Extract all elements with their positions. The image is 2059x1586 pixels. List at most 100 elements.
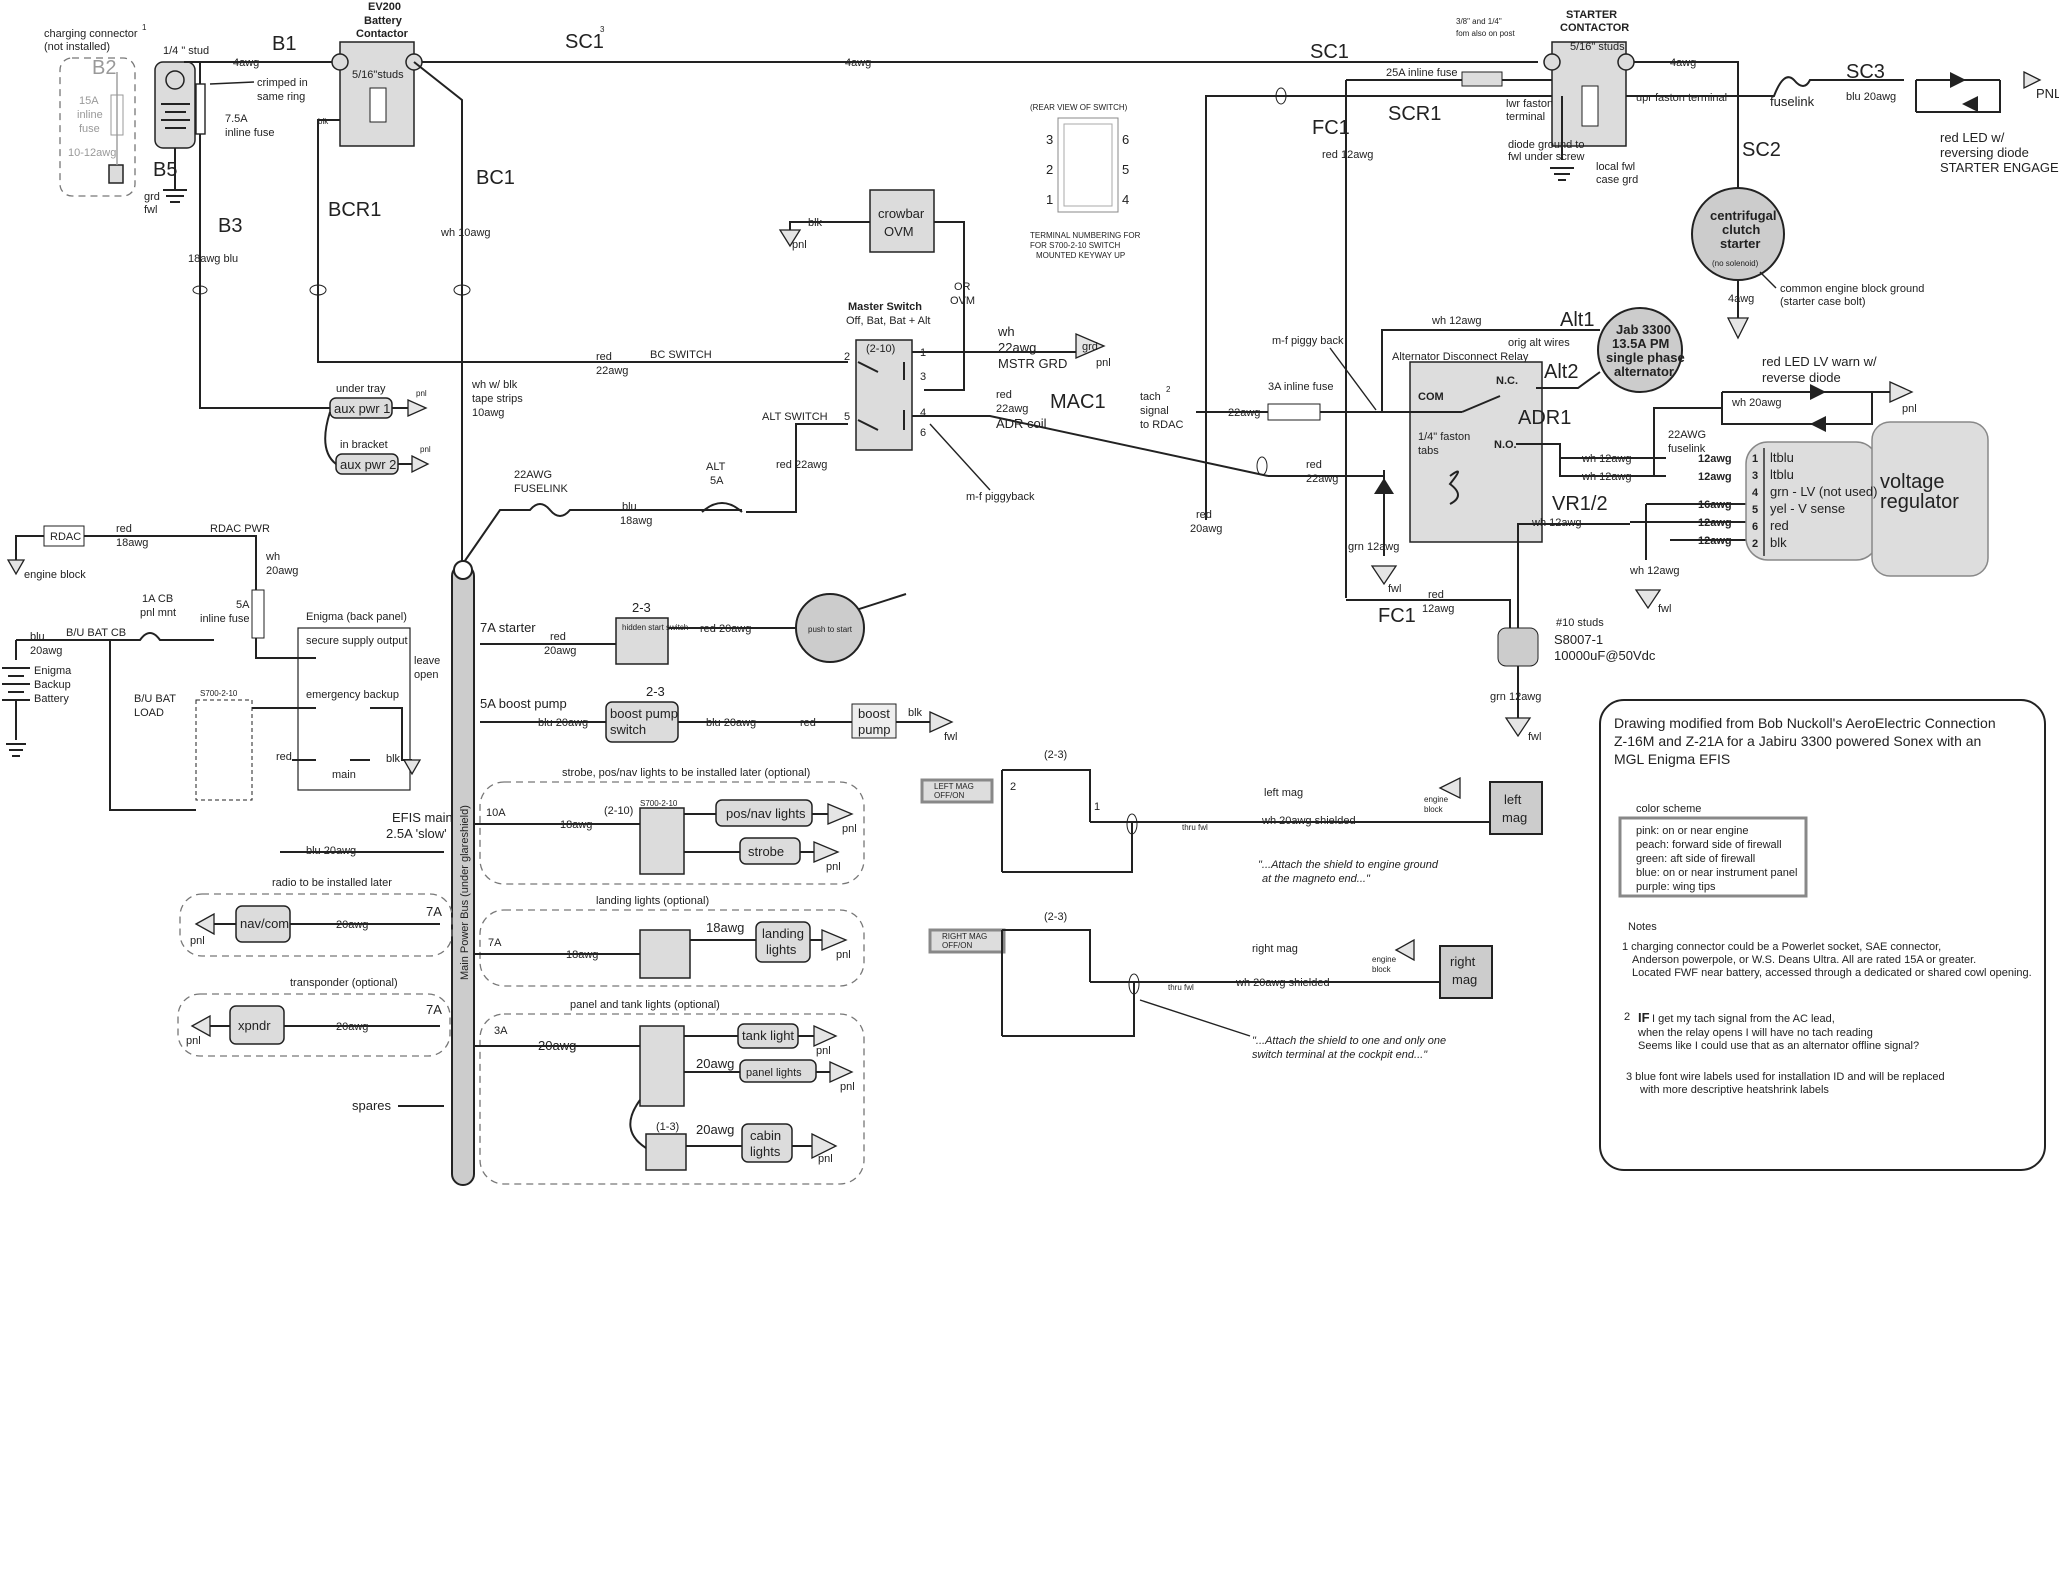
- piggy-label: m-f piggy back: [1272, 335, 1344, 347]
- jab-4: alternator: [1614, 364, 1674, 379]
- fc1-wire-label: red 12awg: [1322, 149, 1373, 161]
- upr-faston-label: upr faston terminal: [1636, 92, 1727, 104]
- landing-label-1: landing: [762, 926, 804, 941]
- boost-cb-label: 5A boost pump: [480, 696, 567, 711]
- aux2-pnl-label: pnl: [420, 445, 431, 454]
- common-ground-1: common engine block ground: [1780, 283, 1924, 295]
- starter-coil-icon: [1581, 85, 1599, 127]
- push-to-start-label: push to start: [808, 625, 853, 634]
- contactor-studs-label: 5/16"studs: [352, 69, 404, 81]
- fc1-red-2: 12awg: [1422, 603, 1454, 615]
- mstr-grd-label: MSTR GRD: [998, 356, 1067, 371]
- efis-pnl-icon: [402, 759, 422, 776]
- crowbar-pnl-label: pnl: [792, 239, 807, 251]
- notes-title-1: Drawing modified from Bob Nuckoll's Aero…: [1614, 715, 1996, 731]
- cap-label-1: S8007-1: [1554, 632, 1603, 647]
- sc3-fuselink-label: fuselink: [1770, 94, 1815, 109]
- xpndr-label: xpndr: [238, 1018, 271, 1033]
- note2-line1: I get my tach signal from the AC lead,: [1652, 1013, 1835, 1025]
- navcom-pnl: pnl: [190, 935, 205, 947]
- landing-cb: 7A: [488, 937, 502, 949]
- left-thru-fwl: thru fwl: [1182, 823, 1208, 832]
- notes-title: Notes: [1628, 921, 1657, 933]
- secure-output-label: secure supply output: [306, 635, 408, 647]
- bu-blu-awg-label: 20awg: [30, 645, 62, 657]
- grd-label: grd: [144, 191, 160, 203]
- jab-1: Jab 3300: [1616, 322, 1671, 337]
- cabin-awg: 20awg: [696, 1122, 734, 1137]
- tank-light-label: tank light: [742, 1028, 794, 1043]
- panel-lights-awg: 20awg: [696, 1056, 734, 1071]
- starter-label-2: clutch: [1722, 222, 1760, 237]
- starter-pnl-label: PNL: [2036, 86, 2059, 101]
- bc-awg-label: 22awg: [596, 365, 628, 377]
- lv-fuselink-2: fuselink: [1668, 443, 1706, 455]
- right-mag-shield: [1128, 973, 1140, 995]
- starter-cb-label: 7A starter: [480, 620, 536, 635]
- right-mag-engine-gnd: [1394, 938, 1415, 962]
- right-mag-sw-type: (2-3): [1044, 911, 1067, 923]
- panel-awg: 20awg: [538, 1038, 576, 1053]
- strobe-pnl: pnl: [826, 861, 841, 873]
- ms-pin-5: 5: [844, 411, 850, 423]
- starter-contactor-title-2: CONTACTOR: [1560, 22, 1629, 34]
- color-scheme-item: peach: forward side of firewall: [1636, 839, 1782, 851]
- rm-eng-1: engine: [1372, 955, 1397, 964]
- cap-grn-label: grn 12awg: [1490, 691, 1541, 703]
- vr-wh12-label: wh 12awg: [1531, 517, 1582, 529]
- panel-note: panel and tank lights (optional): [570, 999, 720, 1011]
- cabin-sw-type: (1-3): [656, 1121, 679, 1133]
- starter-terminal-right: [1617, 53, 1635, 71]
- firewall-pass-bc1: [453, 284, 471, 296]
- mstr-wh-label: wh: [997, 324, 1015, 339]
- aux-power: under tray aux pwr 1 pnl in bracket aux …: [324, 379, 523, 475]
- boost-pump-label-2: pump: [858, 722, 891, 737]
- tach-label-3: to RDAC: [1140, 419, 1183, 431]
- rdac-red-label: red: [116, 523, 132, 535]
- rdac-label: RDAC: [50, 531, 81, 543]
- fuse75-label-2: inline fuse: [225, 127, 275, 139]
- rdac-gnd-icon: [6, 559, 26, 576]
- right-mag-switch-2: OFF/ON: [942, 941, 972, 950]
- battery-stud-icon: [165, 70, 185, 90]
- tank-pnl: pnl: [816, 1045, 831, 1057]
- bu-load-2: LOAD: [134, 707, 164, 719]
- vr12-label: VR1/2: [1552, 493, 1608, 515]
- fuse25-icon: [1461, 71, 1503, 87]
- boost-blk-label: blk: [908, 707, 923, 719]
- note2-line2: when the relay opens I will have no tach…: [1637, 1027, 1873, 1039]
- note3-line2: with more descriptive heatshrink labels: [1639, 1084, 1829, 1096]
- left-note-1: "...Attach the shield to engine ground: [1258, 859, 1439, 871]
- starter-contactor-title-1: STARTER: [1566, 9, 1617, 21]
- vr-pin-label: ltblu: [1770, 467, 1794, 482]
- stud-label: 1/4 " stud: [163, 45, 209, 57]
- note3-line1: 3 blue font wire labels used for install…: [1626, 1071, 1945, 1083]
- starter-led-diode-icon: [1950, 72, 1966, 88]
- crimped-label: crimped in: [257, 77, 308, 89]
- panel-switch: [639, 1025, 685, 1107]
- note2-if: IF: [1638, 1010, 1650, 1025]
- jab-3: single phase: [1606, 350, 1685, 365]
- left-mag-box: [1489, 781, 1543, 835]
- mac-red-1: red: [1306, 459, 1322, 471]
- charging-connector-icon: [108, 164, 124, 184]
- note2-ref: 2: [1166, 385, 1171, 394]
- left-mag-wire-label: wh 20awg shielded: [1261, 815, 1356, 827]
- boost-sw-label-1: boost pump: [610, 706, 678, 721]
- left-mag-label: left mag: [1264, 787, 1303, 799]
- landing-awg: 18awg: [566, 949, 598, 961]
- wh-strips-2: tape strips: [472, 393, 523, 405]
- xpndr-box: [229, 1005, 285, 1045]
- bat-label-1: Enigma: [34, 665, 72, 677]
- term-4: 4: [1122, 192, 1129, 207]
- faston-2: tabs: [1418, 445, 1439, 457]
- boost-fwl-label: fwl: [944, 731, 957, 743]
- note1-line3: Located FWF near battery, accessed throu…: [1632, 967, 2032, 979]
- fc-red20-2: 20awg: [1190, 523, 1222, 535]
- navcom-pnl-icon: [194, 912, 215, 936]
- wire1012-label: 10-12awg: [68, 147, 116, 159]
- posnav-label: pos/nav lights: [726, 806, 806, 821]
